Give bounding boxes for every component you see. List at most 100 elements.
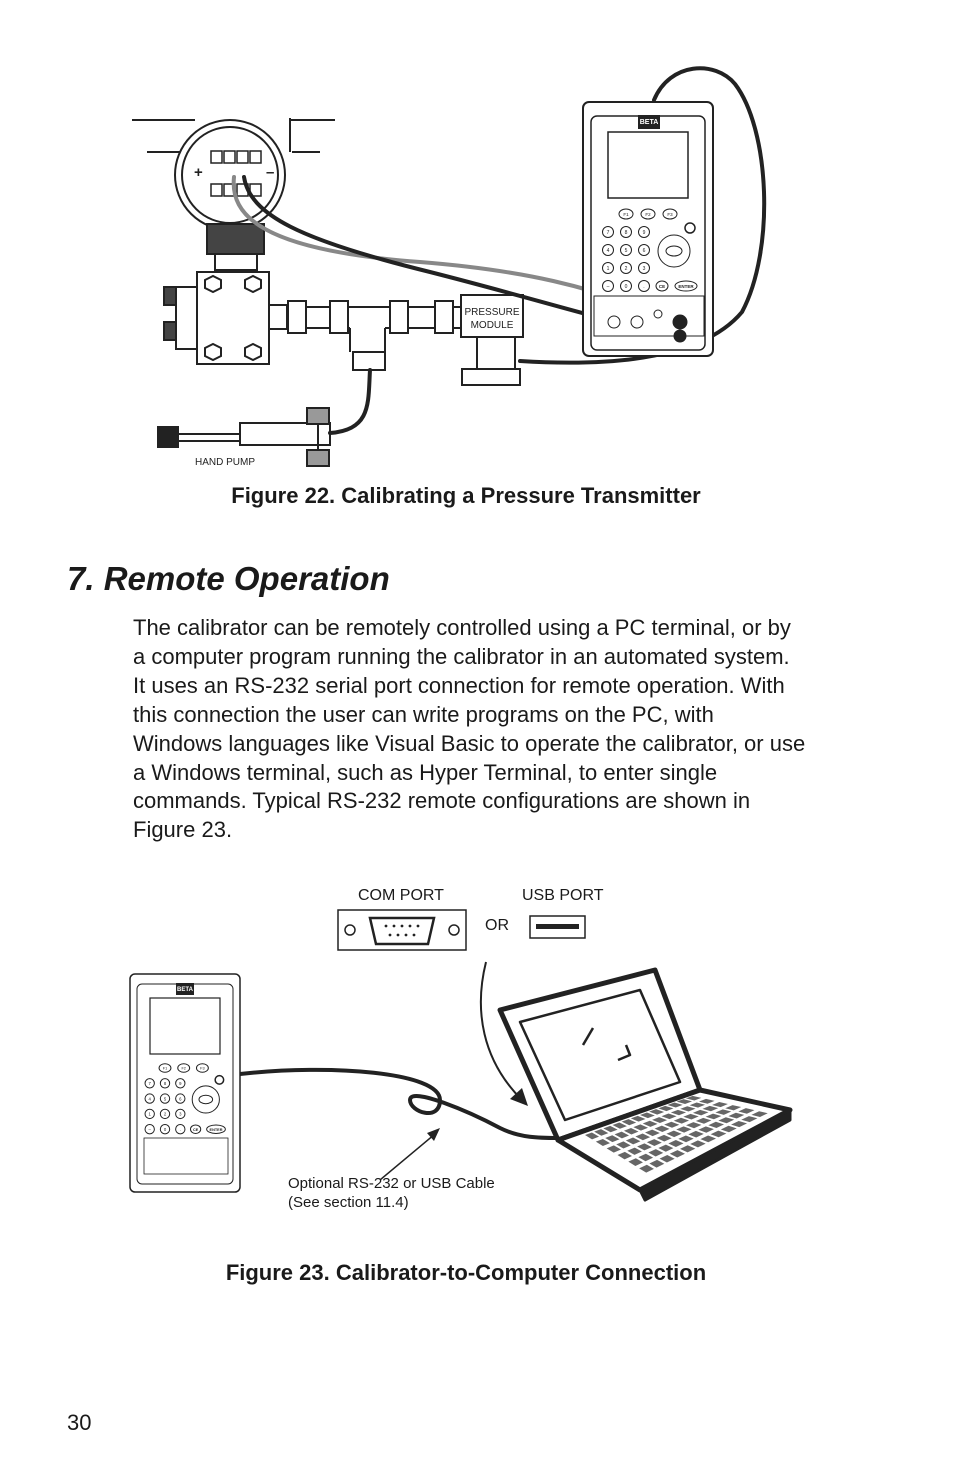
laptop-key — [594, 1129, 609, 1136]
numeric-key — [159, 1108, 171, 1120]
body-line: It uses an RS-232 serial port connection… — [133, 672, 785, 698]
calibrator-brand: BETA — [640, 119, 659, 126]
body-line: this connection the user can write progr… — [133, 701, 714, 727]
numeric-key-label: 5 — [625, 248, 628, 254]
numeric-key — [638, 262, 650, 274]
numeric-key — [175, 1093, 186, 1104]
laptop-key — [628, 1158, 643, 1166]
numeric-key-label: 7 — [149, 1081, 152, 1086]
laptop-key — [623, 1128, 639, 1135]
laptop-key — [700, 1135, 717, 1143]
or-label: OR — [485, 917, 509, 934]
numeric-key — [159, 1093, 171, 1104]
com-port-icon — [337, 909, 467, 951]
laptop-key — [676, 1099, 693, 1105]
laptop-key — [728, 1112, 745, 1119]
numeric-key-label: 3 — [643, 266, 646, 272]
function-key — [640, 208, 656, 220]
laptop-key — [649, 1159, 665, 1168]
numeric-key — [620, 226, 632, 238]
laptop-key — [705, 1113, 722, 1120]
numeric-key-label: 8 — [164, 1081, 167, 1086]
hand-pump-label: HAND PUMP — [195, 457, 255, 468]
laptop-key — [633, 1124, 649, 1131]
direction-pad-center — [665, 245, 683, 257]
numeric-key — [620, 262, 632, 274]
laptop-key — [673, 1117, 690, 1124]
laptop-keyboard — [585, 1095, 768, 1173]
enter-key — [674, 280, 698, 292]
sensor-flange — [163, 271, 288, 365]
laptop-key — [642, 1120, 658, 1127]
laptop-key — [617, 1151, 632, 1160]
hand-pump — [157, 407, 331, 467]
laptop-key — [646, 1139, 662, 1146]
laptop-key — [664, 1121, 680, 1128]
laptop-key — [627, 1147, 642, 1155]
numeric-key-label: 2 — [164, 1112, 167, 1117]
numeric-key-label: 3 — [179, 1112, 182, 1117]
numeric-key-label: 6 — [643, 248, 646, 254]
laptop-key — [676, 1126, 692, 1133]
laptop-key — [656, 1134, 672, 1142]
numeric-key-label: 0 — [164, 1127, 167, 1132]
laptop-key — [690, 1140, 706, 1148]
laptop-key — [648, 1149, 664, 1157]
function-key — [158, 1063, 172, 1073]
laptop-key — [688, 1130, 704, 1138]
numeric-key-label: 1 — [149, 1112, 152, 1117]
port-to-laptop-arrow — [479, 961, 523, 1101]
laptop-key — [720, 1125, 737, 1133]
laptop-key — [595, 1138, 611, 1146]
laptop-key — [640, 1112, 655, 1119]
usb-port-label: USB PORT — [522, 887, 604, 904]
laptop-key — [645, 1129, 660, 1137]
numeric-key-label: 0 — [625, 284, 628, 290]
laptop-key — [667, 1102, 683, 1108]
laptop-key — [680, 1106, 696, 1112]
pressure-module — [460, 294, 524, 386]
numeric-key — [159, 1078, 171, 1089]
function-key — [662, 208, 678, 220]
cable-pointer-arrowhead — [427, 1128, 440, 1141]
laptop-key — [698, 1098, 715, 1104]
numeric-key-label: 6 — [179, 1096, 182, 1101]
ce-key — [190, 1124, 202, 1134]
cable-note-line2: (See section 11.4) — [288, 1194, 409, 1211]
laptop-key — [612, 1122, 627, 1129]
function-key-label: F2 — [181, 1067, 185, 1071]
function-key-label: F3 — [667, 212, 673, 217]
numeric-key-label: 8 — [625, 230, 628, 236]
figure-23-caption: Figure 23. Calibrator-to-Computer Connec… — [225, 1260, 707, 1285]
numeric-key-label: 9 — [643, 230, 646, 236]
ce-key-label: CE — [193, 1128, 199, 1132]
numeric-key — [638, 226, 650, 238]
minus-terminal-label: – — [266, 164, 274, 181]
laptop-key — [603, 1125, 618, 1133]
cable-pointer-line — [379, 1133, 436, 1181]
laptop-key — [670, 1109, 687, 1116]
laptop-key — [635, 1133, 651, 1141]
page-number: 30 — [67, 1410, 92, 1435]
laptop-key — [702, 1105, 719, 1112]
laptop-key — [668, 1140, 684, 1147]
laptop-key — [661, 1113, 677, 1120]
calibrator-jacks — [593, 295, 705, 343]
section-body: The calibrator can be remotely controlle… — [133, 614, 923, 845]
body-line: Figure 23. — [133, 817, 233, 843]
laptop-key — [680, 1145, 696, 1153]
calibrator-brand-small: BETA — [177, 987, 194, 993]
numeric-key — [175, 1108, 186, 1120]
laptop-key — [630, 1115, 646, 1122]
numeric-key-label: 4 — [607, 248, 610, 254]
enter-key-label: ENTER — [210, 1128, 223, 1132]
laptop-key — [625, 1137, 641, 1145]
laptop-key — [669, 1150, 685, 1158]
function-key-label: F3 — [200, 1067, 204, 1071]
laptop-key — [708, 1121, 725, 1128]
laptop-key — [686, 1122, 702, 1129]
numeric-key — [159, 1124, 171, 1135]
ce-key-label: CE — [659, 284, 665, 289]
